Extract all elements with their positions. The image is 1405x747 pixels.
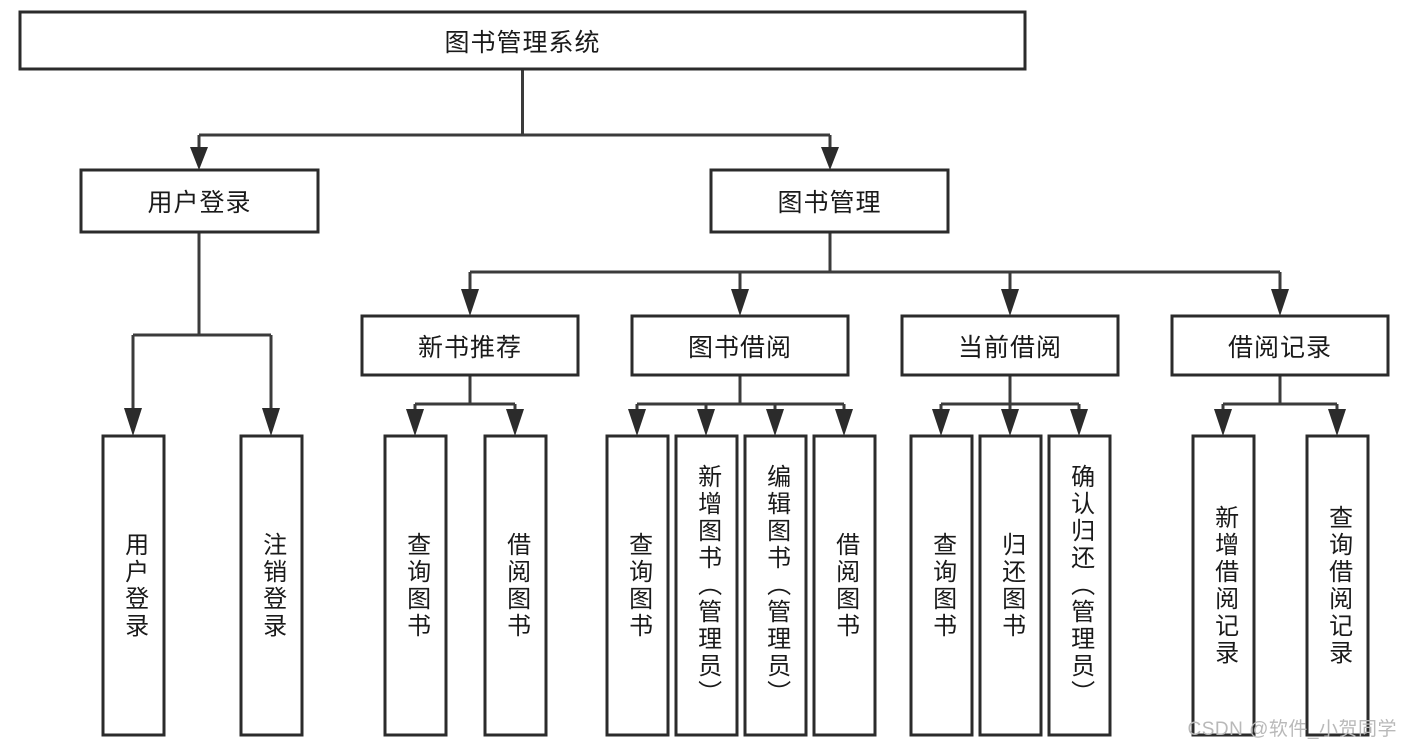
- node-leaf-add-book[interactable]: [674, 434, 739, 737]
- node-book-manage[interactable]: [709, 168, 950, 234]
- node-current-borrow[interactable]: [900, 314, 1120, 377]
- arrow-head-leaf-confirm-return: [1070, 409, 1088, 436]
- node-new-book-rec[interactable]: [360, 314, 580, 377]
- arrow-head-leaf-return-book: [1001, 409, 1019, 436]
- node-leaf-return-book[interactable]: [978, 434, 1043, 737]
- node-leaf-borrow-book-1[interactable]: [483, 434, 548, 737]
- arrow-head-leaf-logout: [262, 408, 280, 436]
- node-leaf-query-book-2[interactable]: [605, 434, 670, 737]
- arrow-head-user-login: [190, 147, 208, 170]
- node-user-login[interactable]: [79, 168, 320, 234]
- arrow-head-leaf-edit-book: [766, 409, 784, 436]
- arrow-head-leaf-query-book-2: [628, 409, 646, 436]
- node-leaf-logout[interactable]: [239, 434, 304, 737]
- node-book-borrow[interactable]: [630, 314, 850, 377]
- node-leaf-user-login[interactable]: [101, 434, 166, 737]
- node-borrow-record[interactable]: [1170, 314, 1390, 377]
- connector-layer: [124, 69, 1346, 436]
- arrow-head-leaf-add-record: [1214, 409, 1232, 436]
- node-root[interactable]: [18, 10, 1027, 71]
- node-leaf-query-book-1[interactable]: [383, 434, 448, 737]
- arrow-head-leaf-query-book-3: [932, 409, 950, 436]
- arrow-head-current-borrow: [1001, 289, 1019, 316]
- arrow-head-leaf-borrow-book-1: [506, 409, 524, 436]
- watermark-text: CSDN @软件_小贺同学: [1187, 719, 1397, 740]
- arrow-head-borrow-record: [1271, 289, 1289, 316]
- arrow-head-leaf-borrow-book-2: [835, 409, 853, 436]
- arrow-head-leaf-add-book: [697, 409, 715, 436]
- arrow-head-book-manage: [821, 147, 839, 170]
- arrow-head-leaf-query-record: [1328, 409, 1346, 436]
- node-layer: [18, 10, 1390, 737]
- node-leaf-borrow-book-2[interactable]: [812, 434, 877, 737]
- arrow-head-new-book-rec: [461, 289, 479, 316]
- arrow-head-leaf-user-login: [124, 408, 142, 436]
- node-leaf-edit-book[interactable]: [743, 434, 808, 737]
- node-leaf-query-book-3[interactable]: [909, 434, 974, 737]
- arrow-head-book-borrow: [731, 289, 749, 316]
- node-leaf-query-record[interactable]: [1305, 434, 1370, 737]
- node-leaf-add-record[interactable]: [1191, 434, 1256, 737]
- arrow-head-leaf-query-book-1: [406, 409, 424, 436]
- node-leaf-confirm-return[interactable]: [1047, 434, 1112, 737]
